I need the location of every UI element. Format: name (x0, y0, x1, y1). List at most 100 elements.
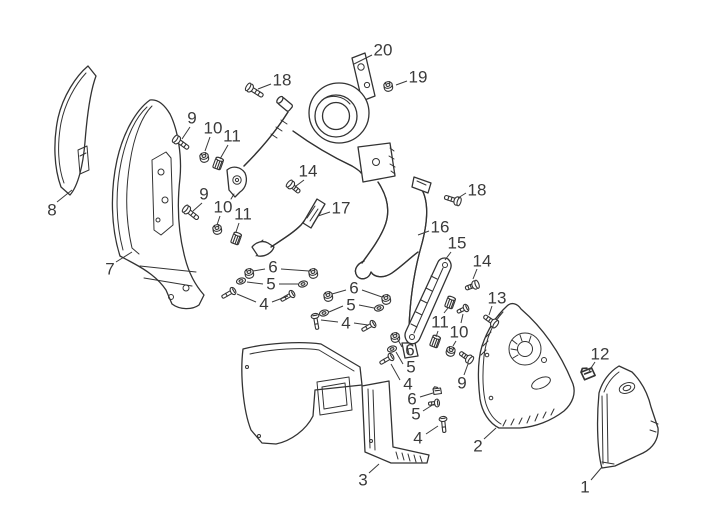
callout-label-11: 11 (234, 205, 252, 224)
callout-4: 4 (390, 363, 413, 394)
nut-glyph (381, 294, 392, 305)
leader-line (488, 305, 493, 316)
leader-line (246, 281, 264, 285)
leader-line (396, 337, 403, 348)
nut-glyph (323, 291, 334, 302)
callout-19: 19 (395, 68, 428, 87)
leader-line (271, 295, 289, 303)
callout-12: 12 (588, 345, 610, 372)
callout-label-19: 19 (409, 68, 428, 87)
washer-glyph (386, 345, 398, 353)
bolt-glyph (244, 82, 264, 98)
callout-label-12: 12 (591, 345, 610, 364)
part-15-strap (404, 257, 452, 345)
callout-label-17: 17 (332, 199, 351, 218)
callout-label-6: 6 (405, 341, 414, 360)
washer-glyph (297, 280, 309, 288)
callout-label-4: 4 (259, 295, 268, 314)
callout-label-2: 2 (473, 437, 482, 456)
hardware-layer (171, 81, 596, 434)
nut-glyph (244, 268, 255, 279)
callout-label-6: 6 (407, 390, 416, 409)
callout-17: 17 (317, 199, 351, 218)
callout-4: 4 (413, 425, 439, 448)
clamp-link (226, 166, 247, 200)
s-wire (354, 251, 419, 280)
part-7-panel (111, 99, 205, 310)
callout-label-6: 6 (268, 258, 277, 277)
part-drawings-layer (54, 52, 659, 469)
leader-line (417, 230, 430, 236)
callout-label-11: 11 (223, 127, 241, 146)
leader-line (219, 144, 229, 160)
callout-10: 10 (450, 313, 468, 347)
bolt-glyph (171, 134, 190, 150)
part-16-rod (401, 176, 432, 359)
screw-glyph (361, 319, 377, 332)
screw-glyph (438, 415, 448, 434)
part-1-panel (596, 365, 659, 469)
callout-6: 6 (407, 390, 434, 409)
bolt-glyph (181, 204, 200, 221)
callout-label-4: 4 (341, 314, 350, 333)
clip-glyph (432, 386, 443, 396)
leader-line (353, 322, 369, 326)
leader-line (181, 126, 191, 140)
leader-line (280, 268, 310, 272)
part-17-arm (251, 198, 326, 257)
callout-10: 10 (204, 119, 222, 152)
callout-label-4: 4 (403, 375, 412, 394)
callout-13: 13 (488, 289, 507, 316)
nut-glyph (390, 332, 401, 343)
leader-line (425, 425, 439, 435)
screw-glyph (221, 286, 237, 299)
callout-11: 11 (234, 205, 252, 233)
leader-line (331, 289, 347, 295)
callout-6: 6 (252, 258, 310, 277)
callout-7: 7 (105, 251, 133, 279)
leader-line (443, 307, 449, 314)
leader-line (463, 363, 469, 376)
callout-16: 16 (417, 218, 450, 237)
callout-label-9: 9 (457, 374, 466, 393)
callout-label-5: 5 (411, 405, 420, 424)
leader-line (257, 83, 272, 90)
callout-14: 14 (472, 252, 492, 280)
callout-5: 5 (246, 275, 298, 294)
callout-label-18: 18 (468, 181, 487, 200)
callout-label-14: 14 (473, 252, 492, 271)
part-20-horn (308, 52, 376, 144)
leader-line (204, 136, 211, 152)
leader-line (368, 463, 380, 474)
callout-label-5: 5 (406, 358, 415, 377)
callout-label-3: 3 (358, 471, 367, 490)
leader-line (236, 293, 257, 303)
callout-label-8: 8 (47, 201, 56, 220)
callout-label-13: 13 (488, 289, 507, 308)
screw-glyph (310, 312, 320, 330)
callout-11: 11 (431, 307, 449, 338)
screw-glyph (379, 352, 395, 365)
leader-line (317, 211, 331, 217)
callout-label-16: 16 (431, 218, 450, 237)
leader-line (457, 192, 467, 199)
leader-line (588, 361, 596, 372)
bolt-glyph (483, 314, 500, 329)
callout-18: 18 (457, 181, 487, 200)
leader-line (328, 305, 344, 313)
washer-glyph (318, 309, 330, 317)
leader-line (56, 189, 73, 203)
callout-5: 5 (328, 296, 375, 315)
leader-line (419, 392, 434, 398)
leader-line (590, 466, 603, 481)
washer-glyph (373, 304, 385, 312)
leader-line (395, 351, 404, 365)
leader-line (361, 289, 383, 298)
leader-line (115, 251, 133, 263)
callout-18: 18 (257, 71, 291, 90)
nut-glyph (199, 152, 210, 163)
leader-line (444, 251, 452, 261)
